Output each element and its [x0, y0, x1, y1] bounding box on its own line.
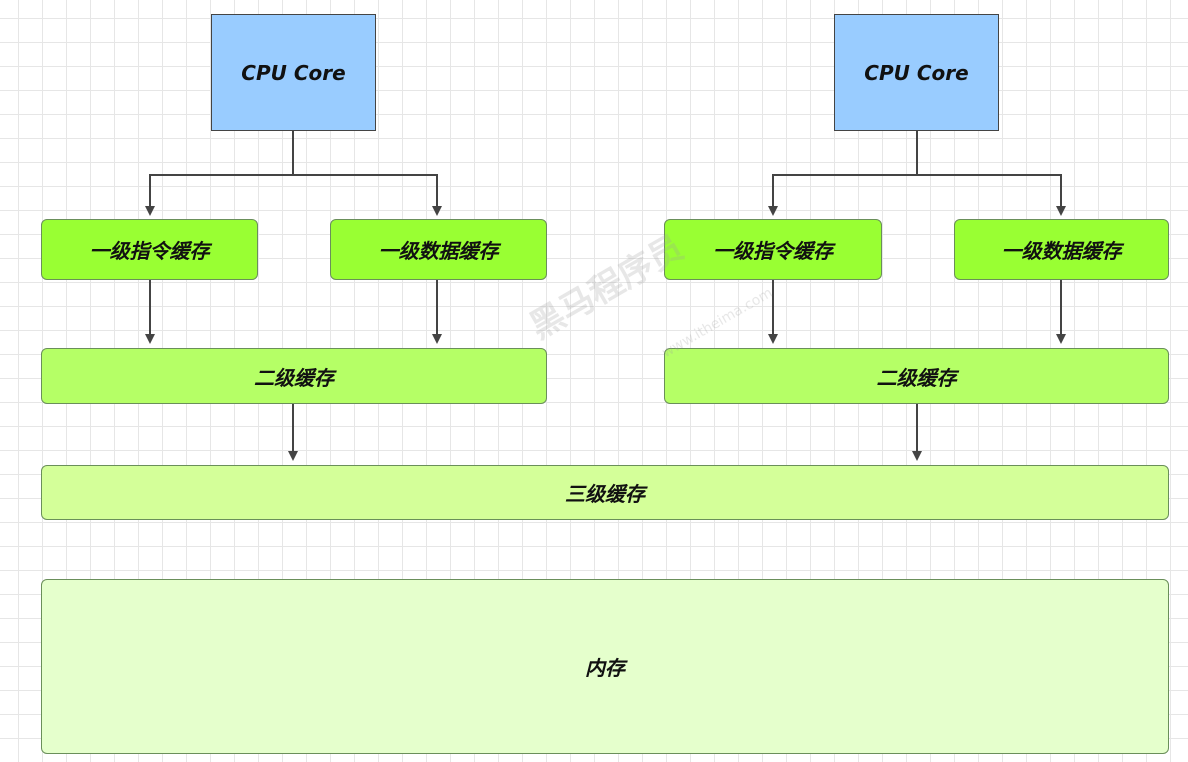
connector-cpu1-l1-instr [145, 131, 294, 216]
cpu-core-left[interactable]: CPU Core [211, 14, 376, 131]
cpu-core-left-label: CPU Core [241, 60, 346, 85]
cpu-core-right[interactable]: CPU Core [834, 14, 999, 131]
main-memory[interactable]: 内存 [41, 579, 1169, 754]
main-memory-label: 内存 [585, 656, 625, 680]
cpu-core-right-label: CPU Core [864, 60, 969, 85]
l2-cache-left-label: 二级缓存 [254, 365, 334, 390]
l1-instruction-cache-right-label: 一级指令缓存 [713, 239, 833, 263]
connector-cpu2-l1-data [917, 174, 1066, 216]
l2-cache-right-label: 二级缓存 [876, 365, 957, 390]
l1-data-cache-right-label: 一级数据缓存 [1001, 239, 1122, 263]
l1-data-cache-left[interactable]: 一级数据缓存 [330, 219, 547, 280]
l2-cache-left[interactable]: 二级缓存 [41, 348, 547, 404]
l1-instruction-cache-left[interactable]: 一级指令缓存 [41, 219, 258, 280]
l1-instruction-cache-right[interactable]: 一级指令缓存 [664, 219, 882, 280]
l3-cache-label: 三级缓存 [565, 482, 645, 506]
l2-cache-right[interactable]: 二级缓存 [664, 348, 1169, 404]
l1-data-cache-right[interactable]: 一级数据缓存 [954, 219, 1169, 280]
connector-cpu1-l1-data [293, 174, 442, 216]
l3-cache[interactable]: 三级缓存 [41, 465, 1169, 520]
l1-instruction-cache-left-label: 一级指令缓存 [89, 239, 210, 263]
connector-cpu2-l1-instr [768, 131, 918, 216]
l1-data-cache-left-label: 一级数据缓存 [378, 239, 499, 263]
